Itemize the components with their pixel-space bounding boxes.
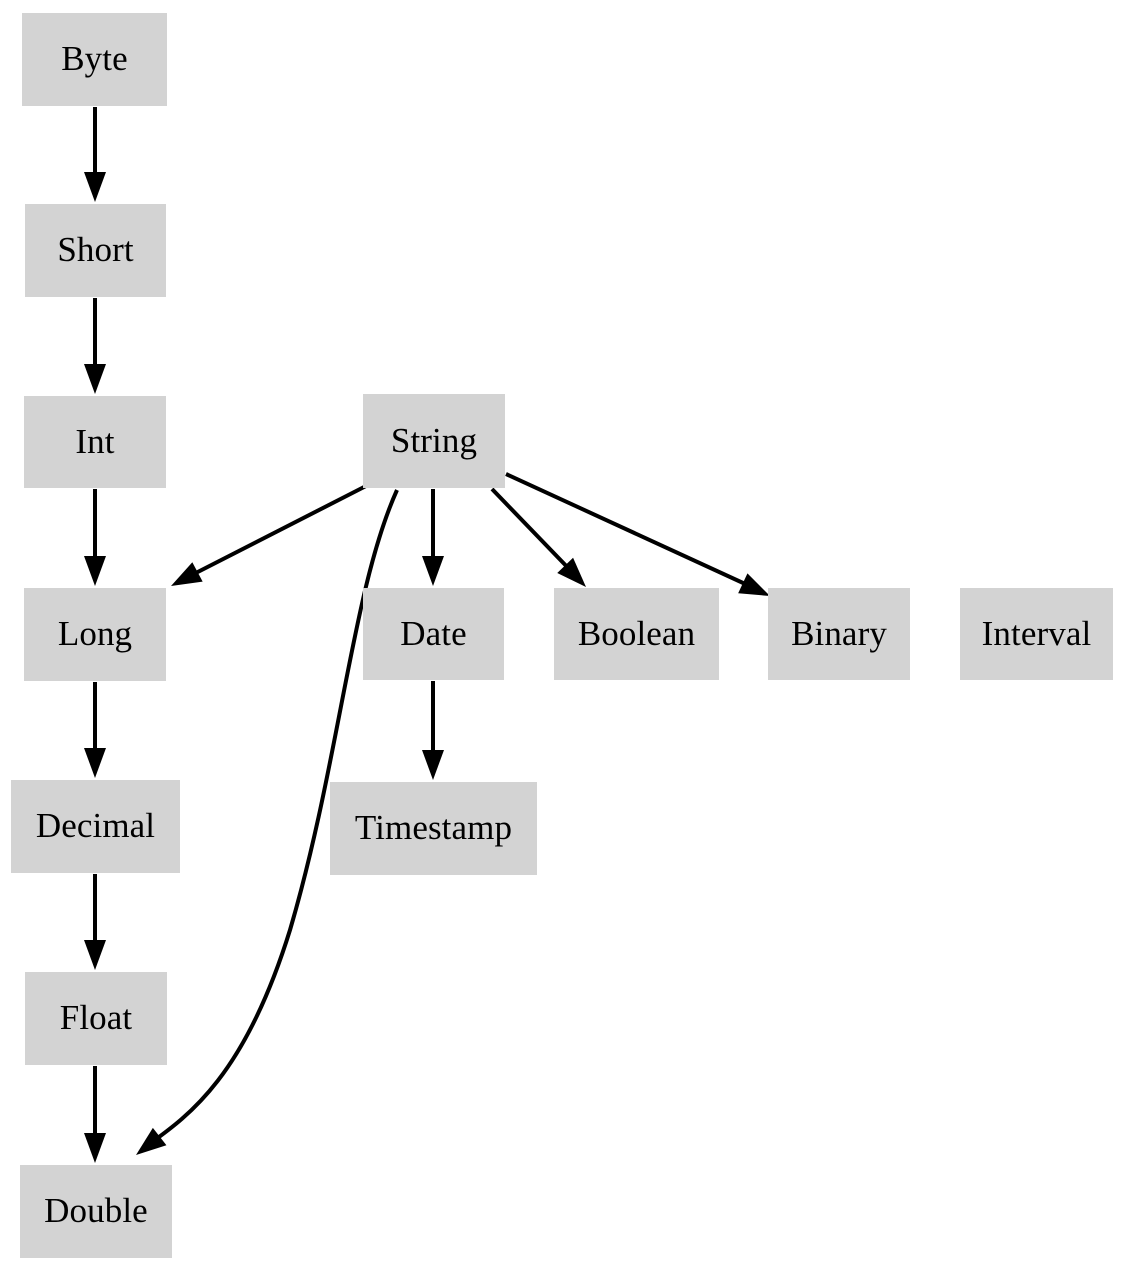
arrowhead-icon	[84, 940, 106, 970]
edge-string-binary	[505, 472, 770, 596]
node-label: Long	[57, 614, 133, 653]
edge-string-date	[422, 489, 444, 586]
arrowhead-icon	[84, 748, 106, 778]
node-int[interactable]: Int	[24, 396, 166, 488]
node-label: Byte	[61, 39, 128, 78]
node-label: Timestamp	[354, 808, 513, 847]
node-string[interactable]: String	[363, 394, 505, 488]
node-timestamp[interactable]: Timestamp	[330, 782, 537, 875]
node-label: Binary	[791, 613, 887, 653]
edge-line	[490, 487, 576, 576]
arrowhead-icon	[422, 556, 444, 586]
arrowhead-icon	[136, 1127, 167, 1155]
arrowhead-icon	[84, 1133, 106, 1163]
arrowhead-icon	[84, 556, 106, 586]
arrowhead-icon	[557, 557, 586, 587]
node-label: Boolean	[577, 613, 696, 653]
arrowhead-icon	[84, 364, 106, 394]
node-binary[interactable]: Binary	[768, 588, 910, 680]
node-label: Interval	[981, 613, 1092, 653]
node-label: String	[390, 420, 478, 460]
node-label: Float	[59, 998, 133, 1037]
arrowhead-icon	[422, 750, 444, 780]
node-float[interactable]: Float	[25, 972, 167, 1065]
node-byte[interactable]: Byte	[22, 13, 167, 106]
edge-line	[185, 484, 367, 580]
edge-int-long	[84, 489, 106, 586]
edge-string-long	[171, 484, 367, 586]
node-label: Int	[75, 421, 115, 461]
node-decimal[interactable]: Decimal	[11, 780, 180, 873]
node-label: Decimal	[35, 806, 156, 845]
node-label: Double	[44, 1191, 148, 1230]
edge-short-int	[84, 298, 106, 394]
edge-decimal-float	[84, 874, 106, 970]
edge-string-boolean	[490, 487, 586, 587]
node-long[interactable]: Long	[24, 588, 166, 681]
arrowhead-icon	[84, 172, 106, 202]
node-label: Short	[57, 230, 134, 269]
node-date[interactable]: Date	[363, 588, 504, 680]
edge-line	[505, 472, 755, 590]
node-boolean[interactable]: Boolean	[554, 588, 719, 680]
edge-long-decimal	[84, 682, 106, 778]
arrowhead-icon	[738, 573, 770, 596]
node-double[interactable]: Double	[20, 1165, 172, 1258]
edge-date-timestamp	[422, 681, 444, 780]
node-interval[interactable]: Interval	[960, 588, 1113, 680]
edge-byte-short	[84, 107, 106, 202]
edge-float-double	[84, 1066, 106, 1163]
node-short[interactable]: Short	[25, 204, 166, 297]
arrowhead-icon	[171, 562, 203, 586]
node-label: Date	[400, 613, 467, 653]
